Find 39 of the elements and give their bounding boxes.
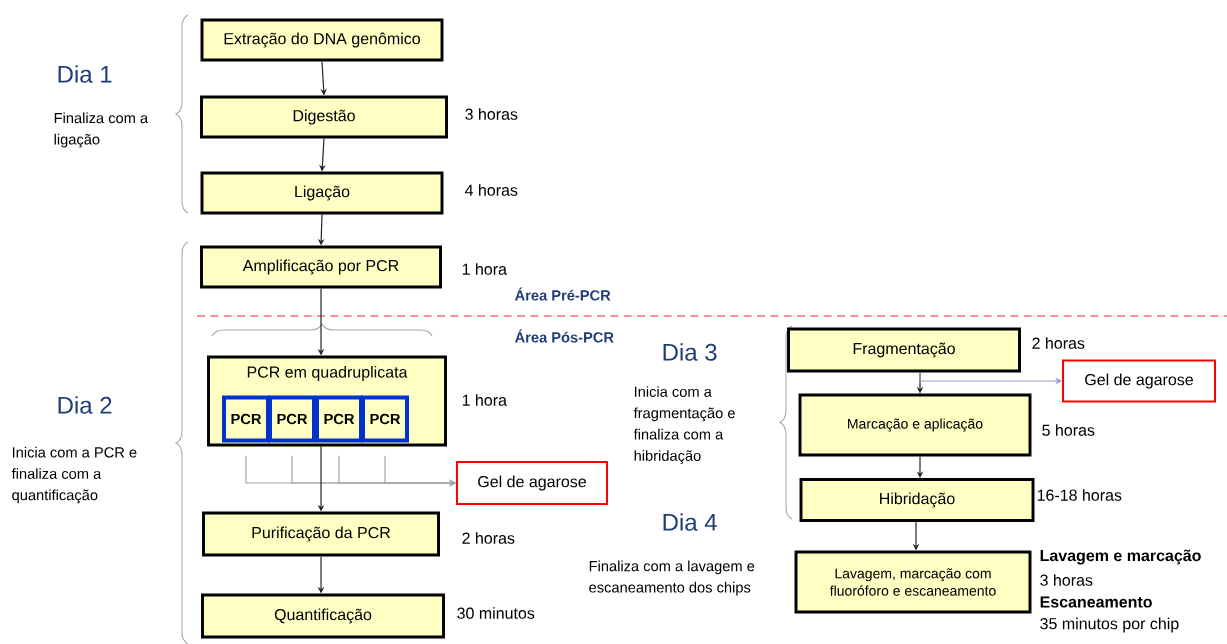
- note-text: Inicia com a PCR e finaliza com a quantificação: [11, 446, 137, 504]
- process-box: Marcação e aplicação: [798, 393, 1032, 457]
- pcr-box: PCR: [315, 395, 363, 443]
- duration-text: 16-18 horas: [1037, 489, 1122, 501]
- day-heading: Dia 4: [663, 513, 717, 531]
- duration-text: 2 horas: [1032, 337, 1085, 349]
- duration-text: 2 horas: [462, 532, 515, 544]
- process-box: Purificação da PCR: [202, 511, 440, 557]
- duration-text: 3 horas: [465, 108, 518, 120]
- phase-heading: Escaneamento: [1040, 596, 1152, 608]
- phase-heading: Lavagem e marcação: [1040, 549, 1201, 565]
- process-box: Quantificação: [201, 593, 445, 639]
- day-heading: Dia 1: [58, 65, 112, 83]
- pcr-box: PCR: [268, 395, 316, 443]
- note-text: Finaliza com a lavagem e escaneamento dos chips: [589, 560, 755, 596]
- day-heading: Dia 2: [58, 396, 112, 414]
- process-box: Amplificação por PCR: [200, 245, 442, 289]
- duration-text: 3 horas: [1040, 574, 1093, 586]
- note-text: Inicia com a fragmentação e finaliza com a hibridação: [633, 386, 735, 464]
- process-box: Ligação: [200, 171, 444, 215]
- process-box: Fragmentação: [787, 327, 1021, 373]
- process-box: Digestão: [200, 95, 448, 139]
- duration-text: 1 hora: [462, 263, 507, 275]
- pcr-box: PCR: [222, 395, 270, 443]
- area-label: Área Pós-PCR: [514, 329, 614, 343]
- gel-box: Gel de agarose: [1062, 359, 1216, 403]
- day-heading: Dia 3: [663, 343, 717, 361]
- duration-text: 4 horas: [465, 184, 518, 196]
- process-box: Extração do DNA genômico: [200, 18, 444, 62]
- note-text: Finaliza com a ligação: [54, 112, 149, 148]
- process-box: Hibridação: [799, 478, 1035, 522]
- gel-box: Gel de agarose: [456, 461, 608, 505]
- process-box: Lavagem, marcação com fluoróforo e escaneamento: [794, 550, 1032, 614]
- pcr-box: PCR: [361, 395, 409, 443]
- duration-text: 30 minutos: [457, 607, 535, 619]
- duration-text: 1 hora: [462, 394, 507, 406]
- duration-text: 5 horas: [1042, 424, 1095, 436]
- duration-text: 35 minutos por chip: [1040, 617, 1179, 633]
- area-label: Área Pré-PCR: [514, 287, 611, 301]
